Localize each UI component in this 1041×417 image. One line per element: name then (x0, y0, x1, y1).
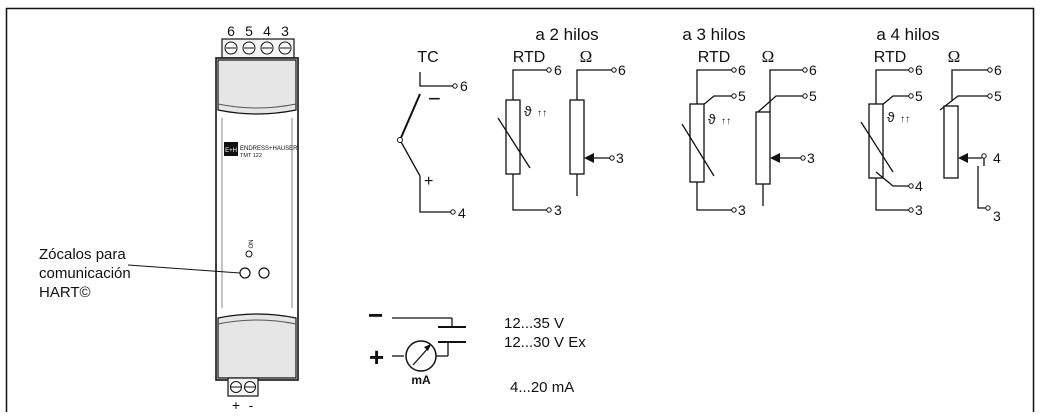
three-wire-ohm-label: Ω (762, 47, 775, 66)
hart-label-line1: Zócalos para (39, 246, 126, 263)
ammeter-unit-label: mA (411, 373, 431, 387)
voltage-label-1: 12...35 V (504, 315, 564, 332)
eh-logo-text: E+H (225, 148, 237, 154)
four-wire-rtd-resistor (868, 103, 884, 179)
two-wire-ohm-t3: 3 (616, 150, 624, 166)
three-wire-ohm-t6: 6 (809, 62, 817, 78)
two-wire-theta-symbol: ϑ (524, 103, 532, 119)
hart-label-line2: comunicación (39, 265, 131, 282)
four-wire-ohm-label: Ω (948, 47, 961, 66)
bottom-terminal-plus-label: + (232, 397, 240, 412)
tc-junction (397, 137, 403, 143)
power-supply-circuit: − + mA 12...35 V 12...30 V Ex 4...20 mA (368, 300, 586, 396)
top-terminal-label-3: 3 (281, 23, 289, 39)
three-wire-ohm-t5: 5 (809, 88, 817, 104)
housing-top-cap (217, 59, 297, 115)
top-terminal-label-4: 4 (263, 23, 271, 39)
power-plus-sign: + (369, 342, 384, 372)
two-wire-potentiometer (569, 99, 585, 175)
transmitter-device: 6 5 4 3 E+H ENDRESS+HAUSER TMT 122 (215, 23, 299, 413)
hart-socket-left (239, 267, 251, 279)
led-label: ON (249, 240, 255, 249)
tc-plus-label: + (424, 173, 433, 190)
two-wire-rtd-label: RTD (513, 49, 546, 66)
three-wire-rtd-resistor (689, 103, 705, 183)
four-wire-rtd-label: RTD (874, 49, 907, 66)
thermocouple-connection: TC 6 4 − + (397, 49, 468, 221)
three-wire-connection: a 3 hilos RTD Ω 6 5 ϑ ↑↑ 3 6 5 3 (681, 25, 817, 218)
two-wire-rtd-resistor (505, 99, 521, 175)
four-wire-ohm-t5: 5 (994, 88, 1002, 104)
four-wire-title: a 4 hilos (876, 25, 939, 44)
three-wire-rtd-t6: 6 (738, 62, 746, 78)
four-wire-rtd-t5: 5 (915, 88, 923, 104)
three-wire-rtd-t5: 5 (738, 88, 746, 104)
tc-title: TC (417, 49, 438, 66)
tc-terminal-6: 6 (460, 78, 468, 94)
eh-logo (224, 142, 238, 156)
three-wire-rtd-t3: 3 (738, 202, 746, 218)
hart-label-line3: HART© (39, 284, 91, 301)
two-wire-title: a 2 hilos (535, 25, 598, 44)
model-label: TMT 122 (240, 153, 262, 159)
two-wire-rtd-t6: 6 (554, 62, 562, 78)
three-wire-rtd-label: RTD (698, 49, 731, 66)
three-wire-potentiometer (755, 111, 771, 185)
brand-label: ENDRESS+HAUSER (240, 146, 298, 152)
two-wire-connection: a 2 hilos RTD Ω 6 ϑ ↑↑ 3 6 3 (497, 25, 626, 218)
four-wire-potentiometer (943, 105, 959, 179)
top-screw-terminals (224, 41, 292, 55)
four-wire-ohm-t3: 3 (993, 208, 1001, 224)
on-led (245, 250, 253, 258)
two-wire-arrows-icon: ↑↑ (537, 108, 547, 119)
housing-bottom-cap (217, 313, 297, 379)
four-wire-theta-symbol: ϑ (887, 109, 895, 125)
current-range-label: 4...20 mA (510, 379, 574, 396)
two-wire-rtd-t3: 3 (554, 202, 562, 218)
tc-terminal-4: 4 (458, 205, 466, 221)
two-wire-ohm-t6: 6 (618, 62, 626, 78)
four-wire-rtd-t6: 6 (915, 62, 923, 78)
top-terminal-label-5: 5 (245, 23, 253, 39)
four-wire-rtd-t3: 3 (915, 202, 923, 218)
three-wire-ohm-t3: 3 (807, 150, 815, 166)
bottom-terminal-minus-label: - (249, 397, 254, 412)
four-wire-rtd-t4: 4 (915, 178, 923, 194)
four-wire-ohm-t6: 6 (994, 62, 1002, 78)
four-wire-ohm-t4: 4 (993, 150, 1001, 166)
power-minus-sign: − (368, 300, 383, 330)
top-terminal-label-6: 6 (227, 23, 235, 39)
hart-callout: Zócalos para comunicación HART© (39, 246, 241, 301)
four-wire-arrows-icon: ↑↑ (900, 114, 910, 125)
hart-leader-line (127, 264, 241, 274)
two-wire-ohm-label: Ω (580, 47, 593, 66)
hart-socket-right (258, 267, 270, 279)
three-wire-theta-symbol: ϑ (708, 111, 716, 127)
voltage-label-2: 12...30 V Ex (504, 334, 586, 351)
three-wire-arrows-icon: ↑↑ (721, 116, 731, 127)
tc-minus-label: − (428, 86, 441, 111)
four-wire-connection: a 4 hilos RTD Ω 6 5 ϑ ↑↑ 4 3 6 5 4 3 (860, 25, 1002, 224)
three-wire-title: a 3 hilos (682, 25, 745, 44)
